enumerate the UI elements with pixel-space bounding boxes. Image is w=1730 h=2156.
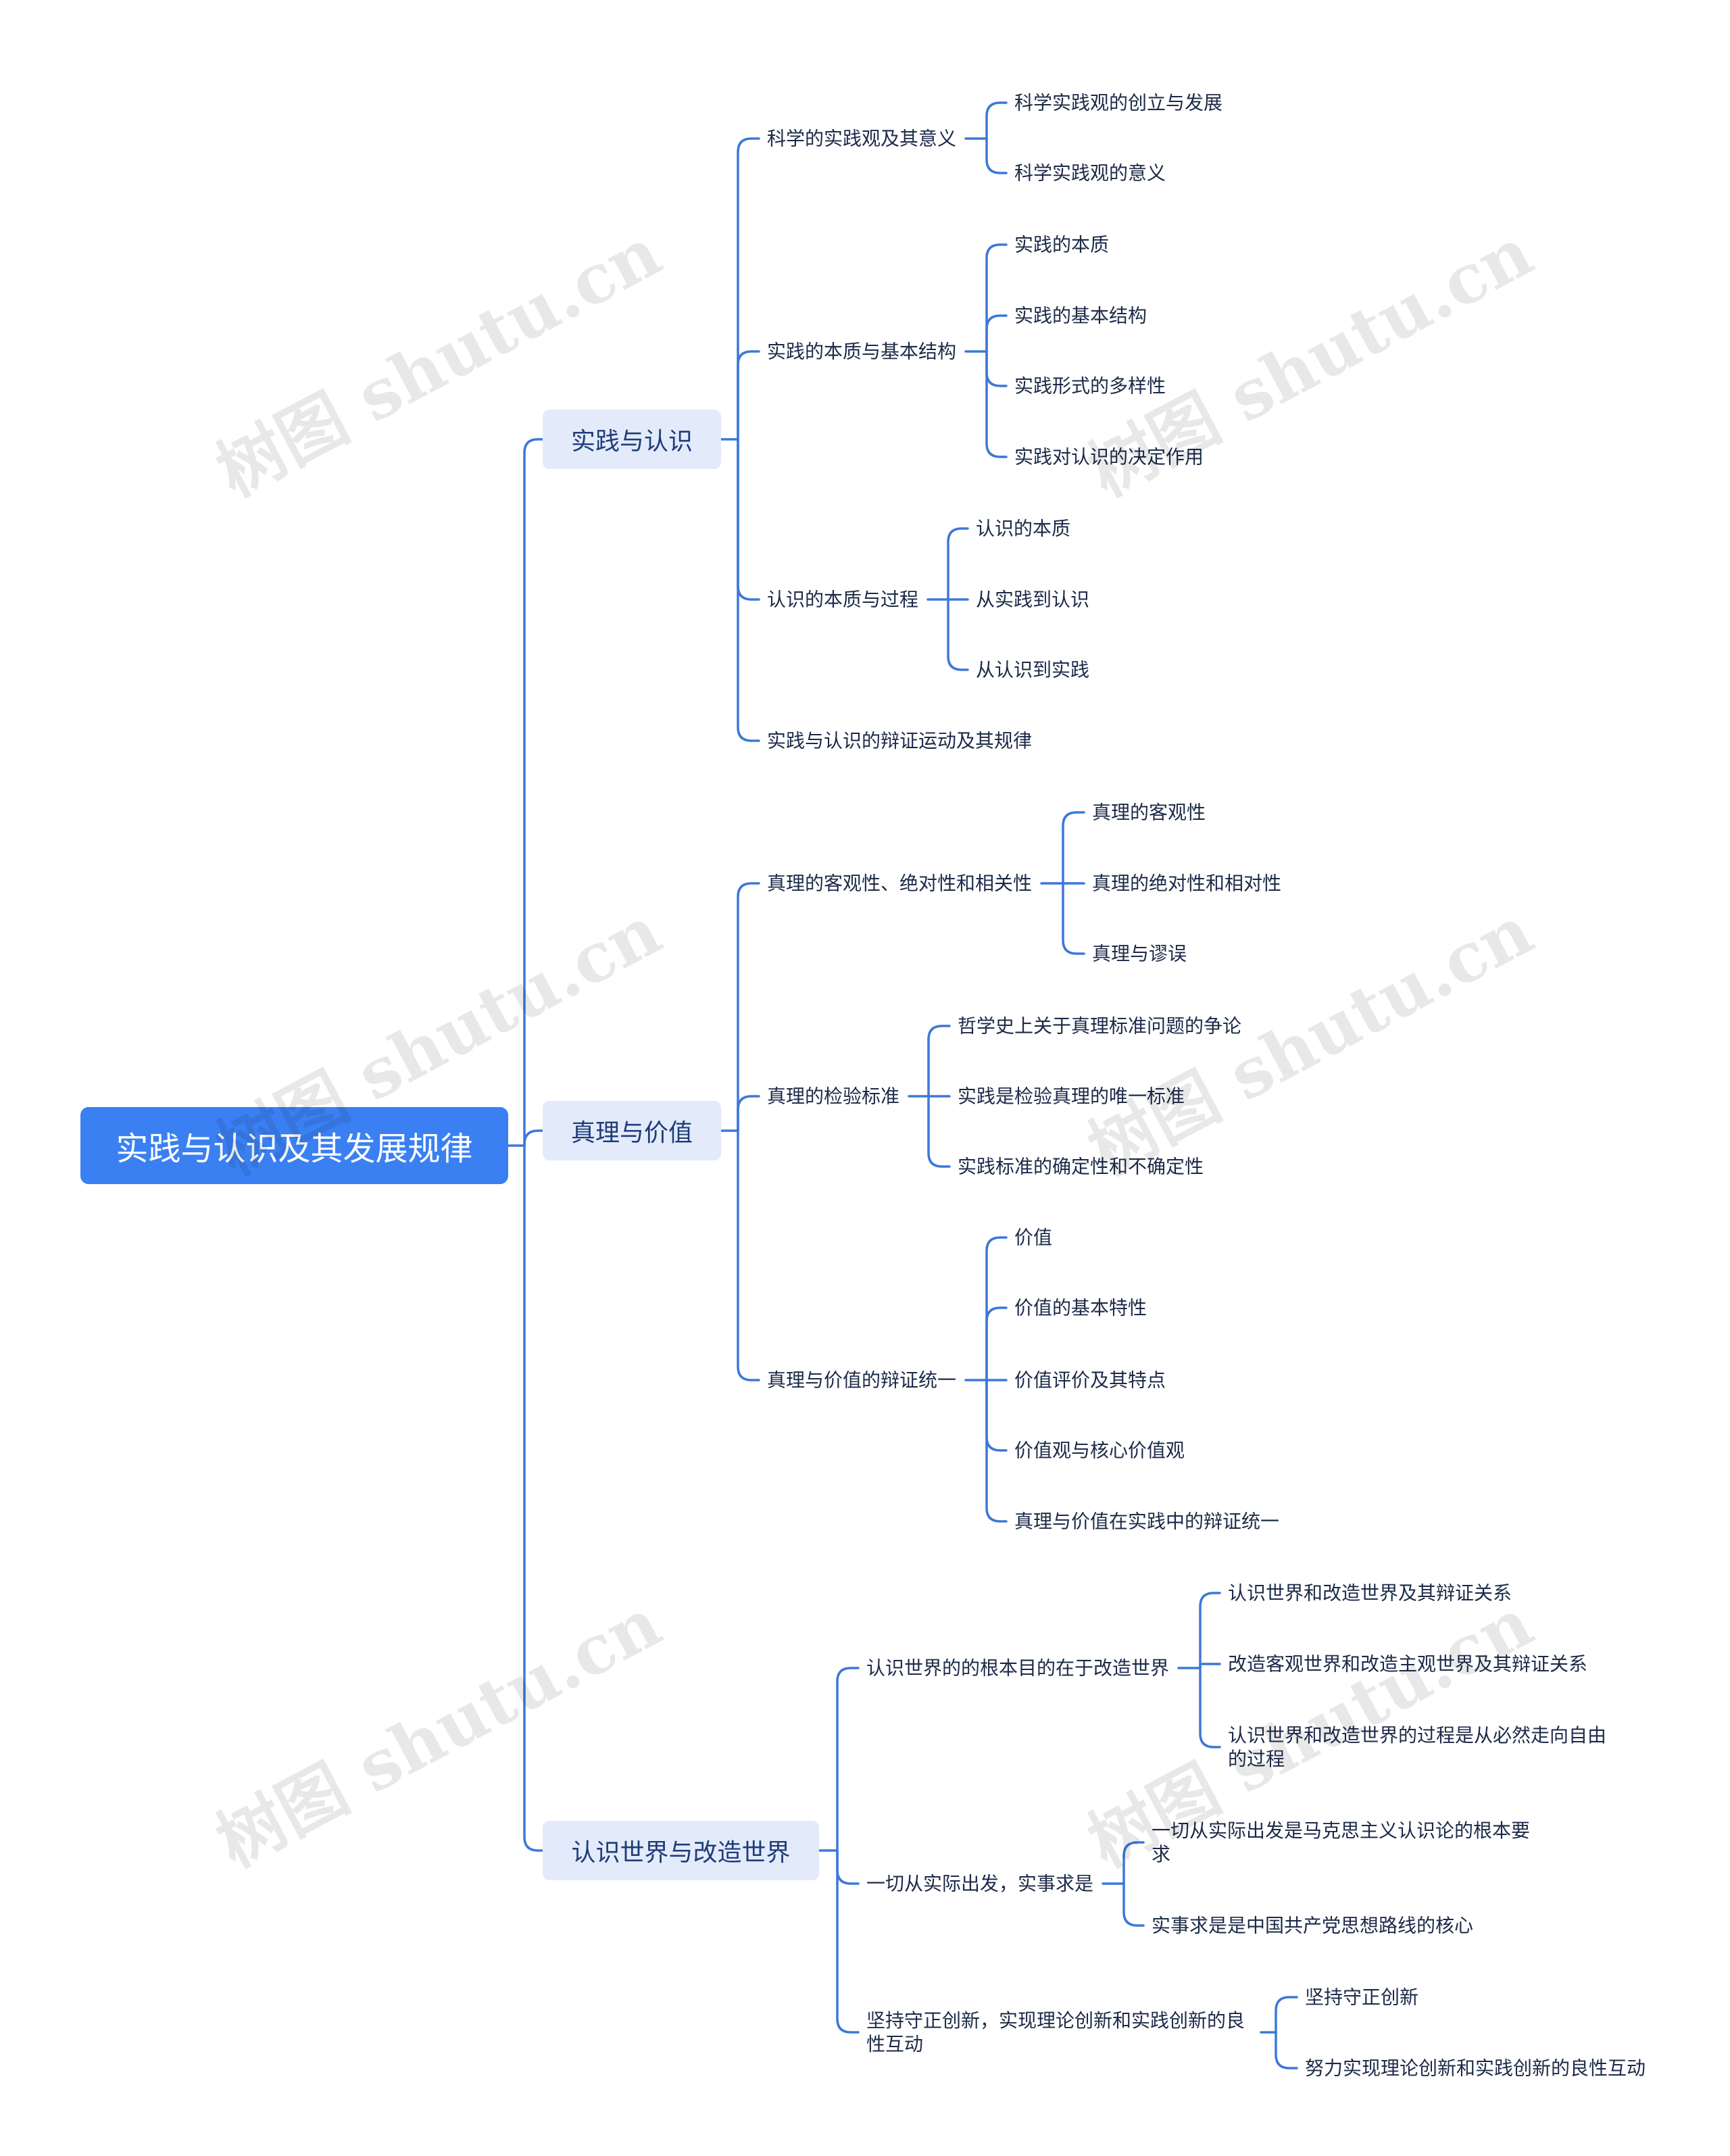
detail-topic: 科学实践观的意义 [1014,162,1166,185]
detail-topic: 认识世界和改造世界及其辩证关系 [1228,1582,1512,1604]
detail-topic: 价值的基本特性 [1014,1296,1147,1319]
detail-topic: 真理与谬误 [1092,942,1187,965]
detail-topic: 努力实现理论创新和实践创新的良性互动 [1305,2057,1646,2080]
main-topic: 真理与价值 [543,1101,721,1160]
subtopic: 认识世界的的根本目的在于改造世界 [866,1657,1170,1680]
connector-line [1199,1667,1221,1748]
detail-topic: 实践的本质 [1014,233,1110,256]
connector-line [1062,811,1085,885]
subtopic: 一切从实际出发，实事求是 [866,1872,1094,1895]
connector-line [985,1379,1008,1452]
connector-line [985,350,1008,458]
connector-line [985,1306,1008,1381]
connector-line [985,243,1008,353]
connector-line [1199,1592,1221,1669]
connector-line [737,438,760,742]
subtopic: 认识的本质与过程 [767,588,919,611]
connector-line [1062,882,1085,955]
detail-topic: 认识的本质 [976,517,1071,540]
detail-topic: 实践对认识的决定作用 [1014,445,1204,468]
detail-topic: 价值 [1014,1226,1053,1249]
connector-line [947,527,969,601]
connector-line [836,1849,860,1885]
detail-topic: 真理的绝对性和相对性 [1092,872,1282,895]
connector-line [737,882,760,1132]
detail-topic: 科学实践观的创立与发展 [1014,91,1223,114]
connector-line [985,314,1008,353]
connector-line [523,1144,544,1852]
detail-topic: 价值评价及其特点 [1014,1369,1166,1392]
connector-line [985,350,1008,387]
connector-line [523,1129,544,1147]
connector-line [985,1236,1008,1381]
connector-line [737,350,760,441]
connector-line [927,1095,951,1168]
connector-line [836,1849,860,2034]
connector-line [947,598,969,671]
detail-topic: 实践标准的确定性和不确定性 [958,1155,1204,1178]
connector-line [927,1025,951,1098]
connector-line [737,438,760,601]
connector-line [985,1379,1008,1523]
detail-topic: 从认识到实践 [976,658,1090,681]
subtopic: 真理与价值的辩证统一 [767,1369,957,1392]
subtopic: 实践的本质与基本结构 [767,340,957,363]
subtopic: 真理的客观性、绝对性和相关性 [767,872,1033,895]
central-topic: 实践与认识及其发展规律 [80,1107,508,1184]
detail-topic: 价值观与核心价值观 [1014,1439,1185,1462]
detail-topic: 实践是检验真理的唯一标准 [958,1085,1185,1108]
connector-line [1275,2031,1298,2069]
connector-line [523,438,544,1147]
main-topic: 认识世界与改造世界 [543,1821,819,1880]
subtopic: 真理的检验标准 [767,1085,900,1108]
connector-line [1122,1841,1145,1885]
connector-line [737,137,760,441]
connector-line [1199,1663,1221,1669]
subtopic: 科学的实践观及其意义 [767,127,957,150]
connector-line [1275,1996,1298,2034]
connector-line [836,1667,860,1852]
detail-topic: 实践的基本结构 [1014,304,1147,327]
detail-topic: 实践形式的多样性 [1014,374,1166,397]
subtopic: 实践与认识的辩证运动及其规律 [767,729,1033,752]
detail-topic: 一切从实际出发是马克思主义认识论的根本要求 [1152,1819,1531,1865]
connector-line [737,1129,760,1381]
detail-topic: 哲学史上关于真理标准问题的争论 [958,1014,1242,1037]
detail-topic: 真理的客观性 [1092,801,1206,824]
detail-topic: 坚持守正创新 [1305,1986,1419,2009]
detail-topic: 改造客观世界和改造主观世界及其辩证关系 [1228,1652,1588,1675]
detail-topic: 真理与价值在实践中的辩证统一 [1014,1510,1280,1533]
connector-line [737,1095,760,1132]
main-topic: 实践与认识 [543,410,721,469]
connector-line [985,137,1008,174]
connector-line [985,101,1008,140]
detail-topic: 认识世界和改造世界的过程是从必然走向自由的过程 [1228,1724,1607,1770]
detail-topic: 从实践到认识 [976,588,1090,611]
subtopic: 坚持守正创新，实现理论创新和实践创新的良性互动 [866,2009,1245,2055]
connector-line [1122,1882,1145,1927]
detail-topic: 实事求是是中国共产党思想路线的核心 [1152,1914,1474,1937]
